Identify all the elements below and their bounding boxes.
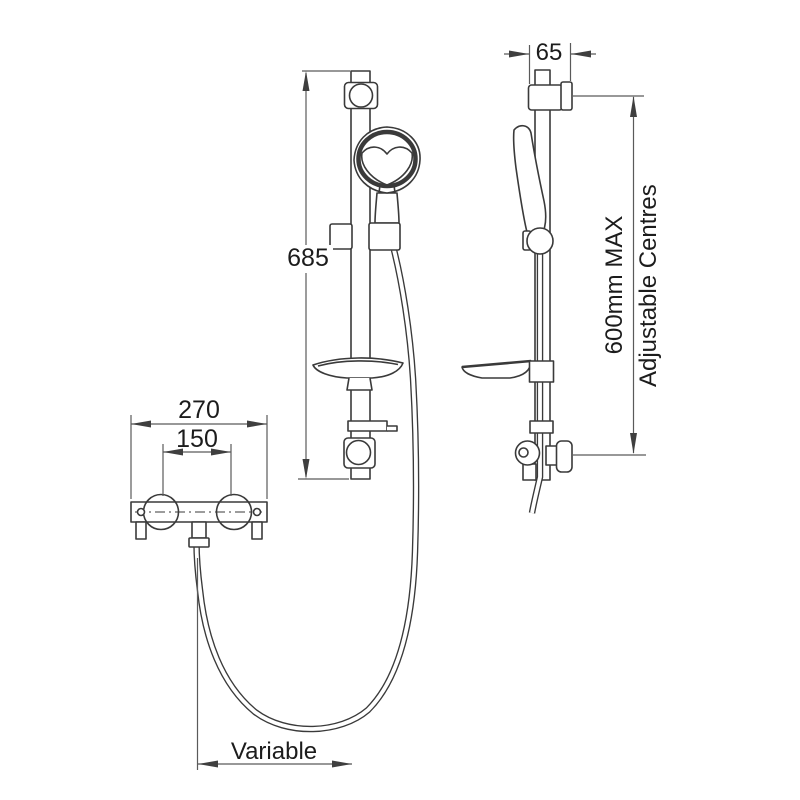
dimension-lines	[130, 43, 646, 770]
valve-width-label: 270	[178, 396, 220, 424]
side-hook-clamp	[529, 420, 554, 434]
front-soap-dish	[312, 357, 404, 391]
shower-head	[353, 126, 421, 224]
adjustable-max-label: 600mm MAX	[601, 215, 628, 355]
front-top-bracket	[343, 81, 379, 110]
shower-hose	[193, 249, 420, 733]
hose-drop-label: Variable	[230, 738, 318, 765]
shower-valve	[130, 493, 268, 548]
side-soap-dish	[461, 359, 555, 383]
front-holder-clamp	[329, 222, 401, 251]
side-bottom-bracket	[514, 440, 573, 481]
dim-adjustable-centres	[573, 95, 646, 456]
side-view	[461, 69, 573, 514]
dim-rail-length	[298, 70, 350, 480]
wall-offset-label: 65	[535, 39, 563, 66]
front-bottom-bracket	[343, 437, 376, 469]
dim-wall-offset	[504, 43, 596, 84]
side-top-bracket	[527, 81, 573, 111]
front-rail	[350, 70, 371, 480]
side-holder-clamp	[522, 227, 554, 255]
front-view	[130, 70, 421, 733]
dim-hose-drop	[196, 558, 352, 770]
inlet-centres-label: 150	[176, 425, 218, 453]
adjustable-centres-label: Adjustable Centres	[635, 184, 662, 387]
rail-length-label: 685	[283, 244, 333, 273]
front-hook-clamp	[347, 420, 398, 432]
dim-valve-width	[130, 415, 268, 499]
side-hose	[528, 254, 544, 514]
dim-inlet-centres	[162, 444, 232, 496]
